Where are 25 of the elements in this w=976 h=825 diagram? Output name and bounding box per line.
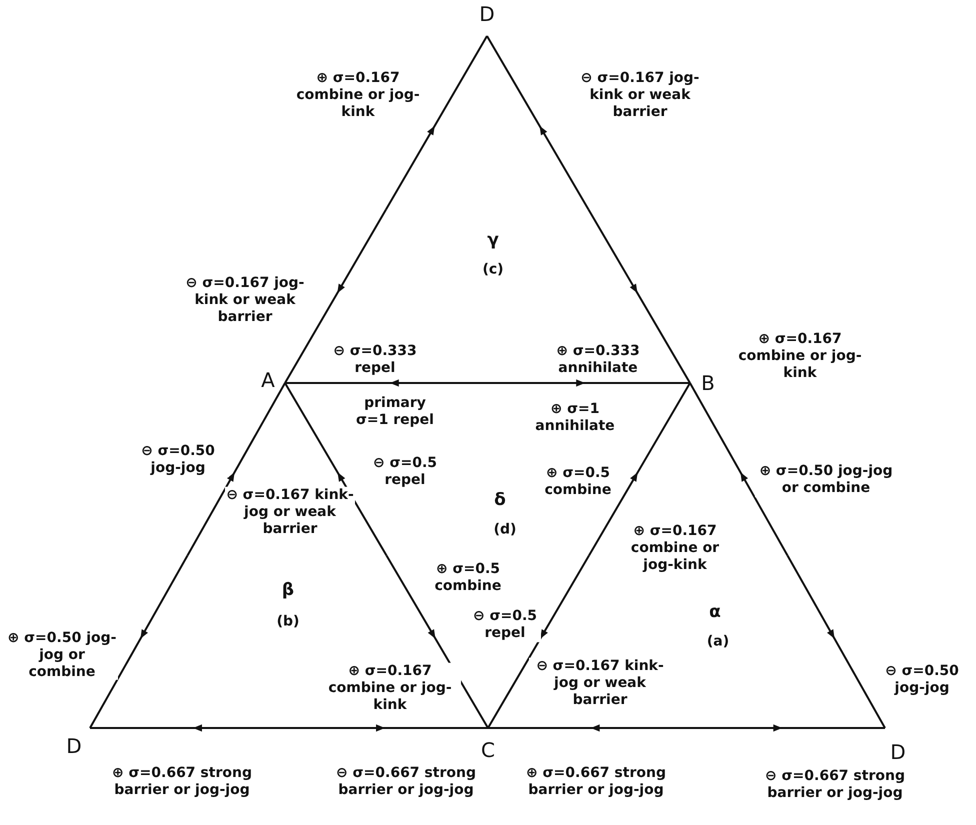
arrow — [289, 724, 488, 732]
arrow — [284, 209, 387, 384]
arrow — [385, 36, 488, 210]
vertex-label: D — [479, 2, 495, 26]
arrow — [588, 209, 691, 384]
edge-label: ⊕ σ=0.50 jog-jog or combine — [6, 630, 118, 680]
arrow — [284, 382, 388, 556]
vertex-label: B — [701, 371, 715, 395]
arrow — [90, 724, 289, 732]
arrow — [487, 555, 590, 728]
arrow — [689, 382, 788, 556]
arrow — [89, 555, 188, 728]
arrow — [386, 555, 489, 728]
arrow — [486, 36, 590, 210]
arrow — [186, 382, 286, 556]
arrow — [488, 379, 690, 387]
vertex-label: C — [481, 738, 495, 762]
arrow — [786, 555, 886, 728]
arrow — [686, 724, 885, 732]
arrow — [488, 724, 686, 732]
arrow — [285, 379, 488, 387]
vertex-label: D — [66, 734, 82, 758]
arrow — [588, 382, 691, 556]
vertex-label: D — [890, 740, 906, 764]
vertex-label: A — [261, 368, 275, 392]
